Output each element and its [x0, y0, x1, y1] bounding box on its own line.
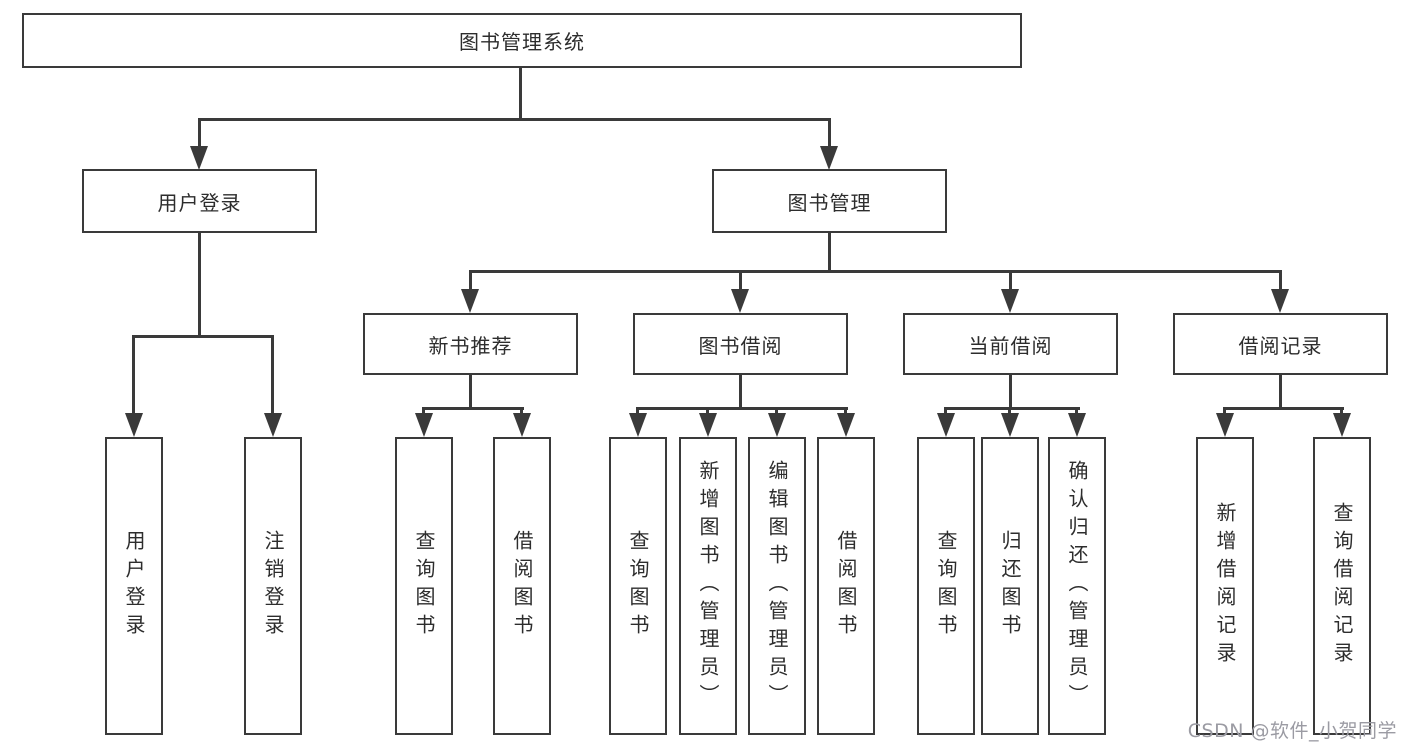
arrowhead	[125, 413, 143, 437]
arrowhead	[1271, 289, 1289, 313]
arrowhead	[513, 413, 531, 437]
node-root-system: 图书管理系统	[22, 13, 1022, 68]
connector	[271, 335, 274, 417]
leaf-add-borrow-record: 新增借阅记录	[1196, 437, 1254, 735]
connector	[1075, 407, 1078, 417]
connector	[132, 335, 135, 417]
connector	[1279, 375, 1282, 409]
connector	[944, 407, 1080, 410]
csdn-watermark: CSDN @软件_小贺同学	[1187, 720, 1397, 742]
arrowhead	[461, 289, 479, 313]
leaf-borrow-books: 借阅图书	[817, 437, 875, 735]
node-book-management: 图书管理	[712, 169, 947, 233]
connector	[520, 407, 523, 417]
connector	[469, 270, 472, 293]
connector	[636, 407, 848, 410]
connector	[739, 270, 742, 293]
arrowhead	[415, 413, 433, 437]
arrowhead	[937, 413, 955, 437]
leaf-confirm-return-admin: 确认归还（管理员）	[1048, 437, 1106, 735]
leaf-search-borrow-record: 查询借阅记录	[1313, 437, 1371, 735]
arrowhead	[837, 413, 855, 437]
node-book-borrowing: 图书借阅	[633, 313, 848, 375]
leaf-borrow-books-recommend: 借阅图书	[493, 437, 551, 735]
arrowhead	[820, 146, 838, 170]
connector	[469, 270, 1282, 273]
arrowhead	[1068, 413, 1086, 437]
arrowhead	[731, 289, 749, 313]
connector	[1009, 375, 1012, 409]
arrowhead	[629, 413, 647, 437]
connector	[198, 118, 831, 121]
connector	[422, 407, 524, 410]
arrowhead	[1216, 413, 1234, 437]
leaf-return-books: 归还图书	[981, 437, 1039, 735]
node-borrowing-records: 借阅记录	[1173, 313, 1388, 375]
node-user-login: 用户登录	[82, 169, 317, 233]
leaf-search-books-recommend: 查询图书	[395, 437, 453, 735]
connector	[198, 118, 201, 152]
arrowhead	[1001, 289, 1019, 313]
arrowhead	[264, 413, 282, 437]
node-current-borrowing: 当前借阅	[903, 313, 1118, 375]
connector	[775, 407, 778, 417]
connector	[1279, 270, 1282, 293]
connector	[1340, 407, 1343, 417]
leaf-user-login: 用户登录	[105, 437, 163, 735]
arrowhead	[190, 146, 208, 170]
connector	[944, 407, 947, 417]
connector	[1223, 407, 1226, 417]
connector	[198, 233, 201, 335]
arrowhead	[699, 413, 717, 437]
connector	[828, 118, 831, 152]
arrowhead	[1333, 413, 1351, 437]
connector	[1223, 407, 1344, 410]
connector	[132, 335, 274, 338]
connector	[636, 407, 639, 417]
leaf-logout-login: 注销登录	[244, 437, 302, 735]
leaf-search-books-current: 查询图书	[917, 437, 975, 735]
connector	[422, 407, 425, 417]
connector	[1008, 407, 1011, 417]
connector	[739, 375, 742, 409]
leaf-search-books-borrow: 查询图书	[609, 437, 667, 735]
connector	[706, 407, 709, 417]
arrowhead	[768, 413, 786, 437]
connector	[1009, 270, 1012, 293]
leaf-edit-books-admin: 编辑图书（管理员）	[748, 437, 806, 735]
arrowhead	[1001, 413, 1019, 437]
connector	[519, 68, 522, 118]
connector	[828, 233, 831, 270]
leaf-add-books-admin: 新增图书（管理员）	[679, 437, 737, 735]
node-new-book-recommendation: 新书推荐	[363, 313, 578, 375]
connector	[469, 375, 472, 409]
connector	[844, 407, 847, 417]
